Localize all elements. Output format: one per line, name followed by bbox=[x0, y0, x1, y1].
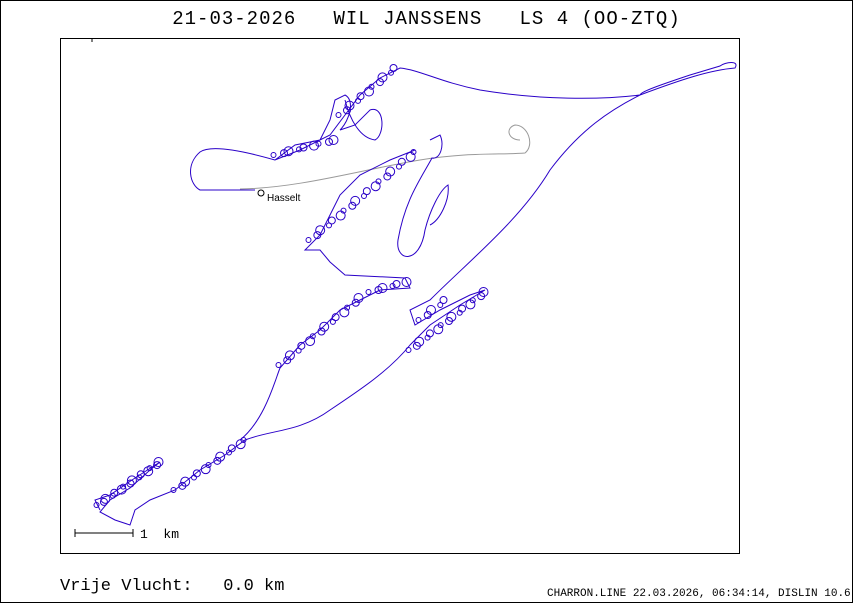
thermal-loop bbox=[319, 321, 330, 332]
thermal-loop bbox=[365, 289, 372, 295]
thermal-loop bbox=[377, 72, 388, 83]
thermal-loop bbox=[126, 475, 137, 486]
thermal-loop bbox=[437, 322, 444, 329]
thermal-loop bbox=[309, 333, 316, 340]
thermal-loop bbox=[153, 461, 162, 470]
thermal-loop bbox=[99, 497, 108, 506]
thermal-loop bbox=[439, 296, 448, 304]
thermal-loop bbox=[401, 277, 412, 287]
thermal-loop bbox=[377, 283, 388, 293]
chart-title: 21-03-2026 WIL JANSSENS LS 4 (OO-ZTQ) bbox=[172, 8, 681, 30]
thermal-loop bbox=[100, 493, 111, 504]
thermal-loop bbox=[283, 146, 294, 157]
thermal-loop bbox=[180, 476, 191, 487]
hasselt-marker bbox=[257, 189, 265, 197]
thermal-loop bbox=[385, 166, 396, 177]
thermal-loop bbox=[305, 237, 312, 243]
thermal-loop bbox=[205, 462, 212, 468]
thermal-loop bbox=[424, 334, 431, 341]
plot-frame bbox=[60, 38, 740, 554]
thermal-loop bbox=[340, 207, 347, 214]
thermal-loops bbox=[93, 64, 489, 508]
thermal-loop bbox=[143, 466, 154, 477]
thermal-loop bbox=[458, 304, 467, 313]
thermal-loop bbox=[297, 341, 306, 350]
thermal-loop bbox=[299, 143, 308, 152]
thermal-loop bbox=[425, 329, 434, 338]
distance-value: 0.0 km bbox=[223, 577, 285, 596]
thermal-loop bbox=[397, 157, 406, 166]
thermal-loop bbox=[275, 362, 282, 368]
thermal-loop bbox=[153, 457, 164, 467]
distance-label: Vrije Vlucht: bbox=[60, 577, 193, 596]
thermal-loop bbox=[375, 178, 382, 185]
distance-readout: Vrije Vlucht: 0.0 km bbox=[60, 577, 284, 596]
thermal-loop bbox=[327, 216, 336, 225]
scale-bar-label: 1 km bbox=[140, 527, 179, 542]
thermal-loop bbox=[446, 311, 457, 322]
thermal-loop bbox=[328, 135, 339, 145]
thermal-loop bbox=[414, 336, 425, 347]
thermal-loop bbox=[120, 483, 127, 490]
credit-line: CHARRON.LINE 22.03.2026, 06:34:14, DISLI… bbox=[547, 588, 851, 600]
thermal-loop bbox=[405, 151, 416, 162]
thermal-loop bbox=[200, 464, 211, 475]
reference-line bbox=[239, 124, 531, 190]
thermal-loop bbox=[356, 92, 365, 101]
thermal-loop bbox=[370, 181, 381, 192]
thermal-loop bbox=[350, 195, 361, 206]
thermal-loop bbox=[389, 283, 396, 289]
thermal-loop bbox=[284, 350, 295, 361]
thermal-loop bbox=[456, 309, 463, 316]
thermal-loop bbox=[426, 305, 436, 315]
thermal-loop bbox=[170, 487, 177, 493]
hasselt-label: Hasselt bbox=[267, 193, 301, 204]
thermal-loop bbox=[362, 187, 371, 196]
thermal-loop bbox=[215, 451, 226, 462]
thermal-loop bbox=[335, 210, 346, 221]
thermal-loop bbox=[437, 302, 444, 308]
thermal-loop bbox=[192, 469, 201, 478]
thermal-loop bbox=[270, 152, 277, 158]
thermal-loop bbox=[335, 112, 342, 118]
thermal-loop bbox=[331, 313, 340, 322]
flight-track bbox=[94, 62, 737, 526]
thermal-loop bbox=[392, 280, 401, 288]
thermal-loop bbox=[227, 444, 236, 453]
